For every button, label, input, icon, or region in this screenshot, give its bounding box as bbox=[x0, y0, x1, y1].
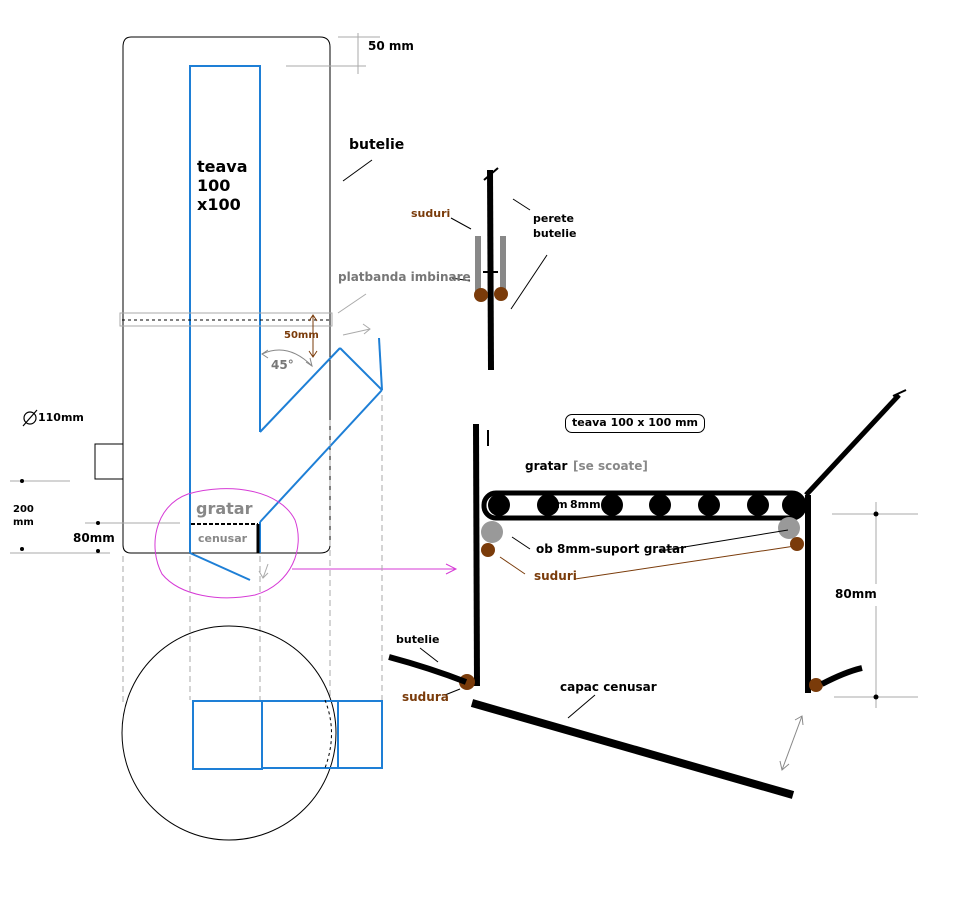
wall-detail bbox=[450, 167, 548, 371]
detail-highlight bbox=[154, 488, 458, 599]
joint-band-label: platbanda imbinare bbox=[338, 270, 471, 284]
pipe-label-line3: x100 bbox=[197, 195, 241, 214]
grate-small-label: gratar bbox=[196, 499, 253, 518]
pipe-label-line2: 100 bbox=[197, 176, 231, 195]
plan-view-circle bbox=[121, 625, 337, 841]
detail-cylinder-label: butelie bbox=[396, 633, 440, 646]
height-200-label-line2: mm bbox=[13, 517, 34, 528]
pipe-size-label: teava 100 x 100 mm bbox=[565, 414, 705, 433]
joint-band bbox=[119, 293, 367, 327]
angle-arc bbox=[261, 349, 313, 368]
top-margin-dimension bbox=[286, 33, 380, 74]
height-80-label: 80mm bbox=[73, 531, 115, 545]
plan-view-hidden-arc bbox=[324, 699, 332, 769]
rod-size-label-2: 8mm bbox=[570, 498, 601, 511]
rod-size-label-1: 8mm bbox=[537, 498, 568, 511]
dimension-dots bbox=[20, 479, 100, 553]
cylinder-label: butelie bbox=[349, 137, 405, 153]
top-margin-label: 50 mm bbox=[368, 39, 414, 53]
angle-label: 45° bbox=[271, 358, 294, 372]
wall-welds-label: suduri bbox=[411, 207, 451, 220]
cylinder-outline bbox=[94, 36, 331, 554]
plan-view-pipes bbox=[192, 700, 383, 770]
direction-arrow bbox=[342, 323, 371, 336]
removable-label: [se scoate] bbox=[573, 459, 648, 473]
ash-small-label: cenusar bbox=[198, 532, 248, 545]
grate-welds-label: suduri bbox=[534, 569, 577, 583]
support-rod-label: ob 8mm-suport gratar bbox=[536, 542, 687, 556]
wall-label-line1: perete bbox=[533, 212, 574, 225]
cylinder-pointer bbox=[342, 159, 373, 182]
offset-label: 50mm bbox=[284, 330, 319, 341]
diameter-symbol bbox=[22, 409, 38, 427]
detail-weld-label: sudura bbox=[402, 690, 449, 704]
grate-detail bbox=[388, 389, 918, 799]
projection-guides bbox=[122, 395, 383, 705]
grate-label: gratar bbox=[525, 459, 568, 473]
wall-label-line2: butelie bbox=[533, 227, 577, 240]
pipe-label-line1: teava bbox=[197, 157, 248, 176]
grate-height-label: 80mm bbox=[835, 587, 877, 601]
offset-dimension bbox=[308, 314, 318, 358]
height-200-label-line1: 200 bbox=[13, 504, 34, 515]
vertical-pipe bbox=[189, 65, 383, 581]
ash-lid-label: capac cenusar bbox=[560, 680, 657, 694]
ash-arrow bbox=[258, 563, 269, 579]
inlet-diameter-label: 110mm bbox=[38, 411, 84, 424]
